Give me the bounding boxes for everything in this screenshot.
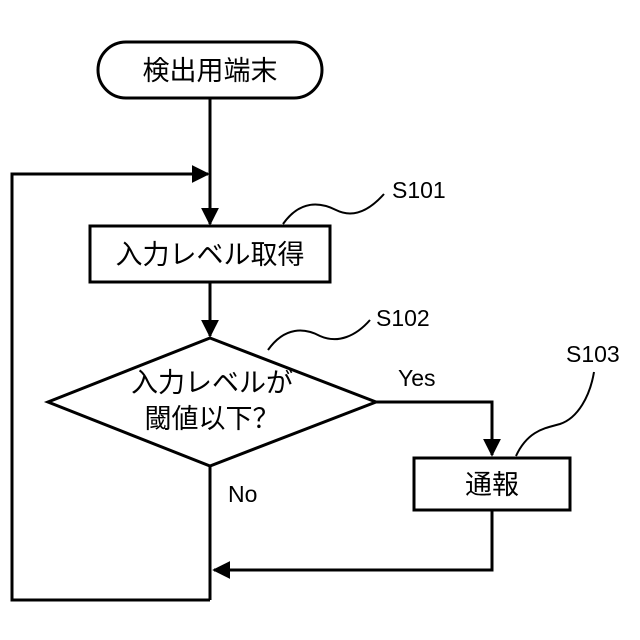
acquire-process-label: 入力レベル取得 — [116, 240, 305, 271]
step-leader-s102 — [268, 320, 370, 350]
no-label: No — [228, 481, 257, 507]
step-label-s101: S101 — [392, 177, 446, 203]
edge-notify-return — [214, 510, 492, 570]
acquire-process: 入力レベル取得 — [90, 226, 330, 282]
step-label-s103: S103 — [566, 341, 620, 367]
decision: 入力レベルが 閾値以下？ — [48, 338, 376, 466]
start-terminal: 検出用端末 — [98, 42, 322, 98]
step-label-s102: S102 — [376, 305, 430, 331]
decision-label-line1: 入力レベルが — [131, 368, 293, 399]
decision-label-line2: 閾値以下？ — [145, 404, 280, 435]
notify-process: 通報 — [414, 458, 570, 510]
decision-shape — [48, 338, 376, 466]
yes-label: Yes — [398, 365, 436, 391]
step-leader-s101 — [283, 194, 384, 224]
notify-process-label: 通報 — [465, 470, 519, 501]
edge-yes — [376, 402, 492, 455]
step-leader-s103 — [516, 372, 594, 456]
start-terminal-label: 検出用端末 — [143, 56, 278, 87]
